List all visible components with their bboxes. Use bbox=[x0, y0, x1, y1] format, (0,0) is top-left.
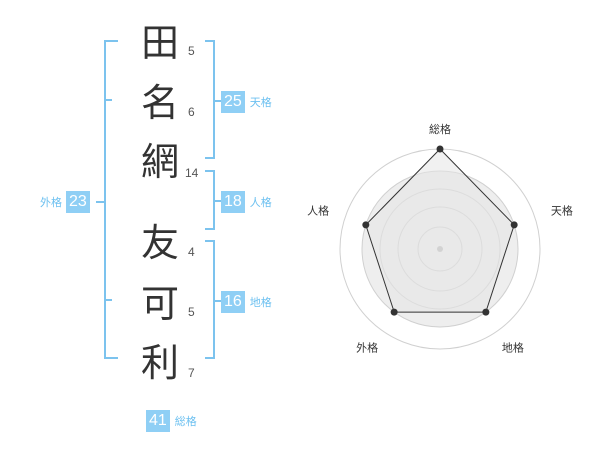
given-char-3: 利 bbox=[140, 341, 179, 385]
soukaku-label: 総格 bbox=[174, 415, 197, 428]
chikaku-value: 16 bbox=[221, 291, 245, 313]
radar-point-1 bbox=[510, 221, 518, 229]
gaikaku-value: 23 bbox=[66, 191, 90, 213]
radar-axis-label-1: 天格 bbox=[551, 204, 573, 218]
radar-axis-label-4: 人格 bbox=[307, 204, 329, 218]
given-stroke-2: 5 bbox=[188, 305, 195, 319]
jinkaku-label: 人格 bbox=[249, 196, 272, 209]
tenkaku-value: 25 bbox=[221, 91, 245, 113]
soukaku-value: 41 bbox=[146, 410, 170, 432]
radar-axis-label-0: 総格 bbox=[429, 122, 451, 136]
radar-point-0 bbox=[436, 145, 444, 153]
radar-polygon-group bbox=[365, 148, 515, 313]
gaikaku-result: 外格 23 bbox=[40, 191, 90, 213]
given-stroke-1: 4 bbox=[188, 245, 195, 259]
chikaku-label: 地格 bbox=[249, 296, 272, 309]
radar-polygon bbox=[365, 148, 515, 313]
given-char-2: 可 bbox=[140, 282, 179, 326]
radar-axis-label-3: 外格 bbox=[356, 340, 378, 354]
given-stroke-3: 7 bbox=[188, 366, 195, 380]
surname-stroke-3: 14 bbox=[185, 166, 199, 180]
surname-stroke-1: 5 bbox=[188, 44, 195, 58]
gaikaku-label: 外格 bbox=[40, 196, 62, 209]
radar-point-2 bbox=[482, 308, 490, 316]
surname-stroke-2: 6 bbox=[188, 105, 195, 119]
radar-point-4 bbox=[362, 221, 370, 229]
tenkaku-result: 25 天格 bbox=[221, 91, 272, 113]
surname-char-3: 網 bbox=[140, 140, 179, 184]
jinkaku-result: 18 人格 bbox=[221, 191, 272, 213]
radar-points bbox=[362, 145, 518, 316]
chikaku-result: 16 地格 bbox=[221, 291, 272, 313]
radar-axis-label-2: 地格 bbox=[502, 340, 524, 354]
surname-char-2: 名 bbox=[140, 81, 179, 125]
given-char-1: 友 bbox=[140, 221, 179, 265]
surname-char-1: 田 bbox=[140, 21, 179, 65]
radar-point-3 bbox=[390, 308, 398, 316]
tenkaku-label: 天格 bbox=[249, 96, 272, 109]
soukaku-result: 41 総格 bbox=[146, 410, 197, 432]
jinkaku-value: 18 bbox=[221, 191, 245, 213]
